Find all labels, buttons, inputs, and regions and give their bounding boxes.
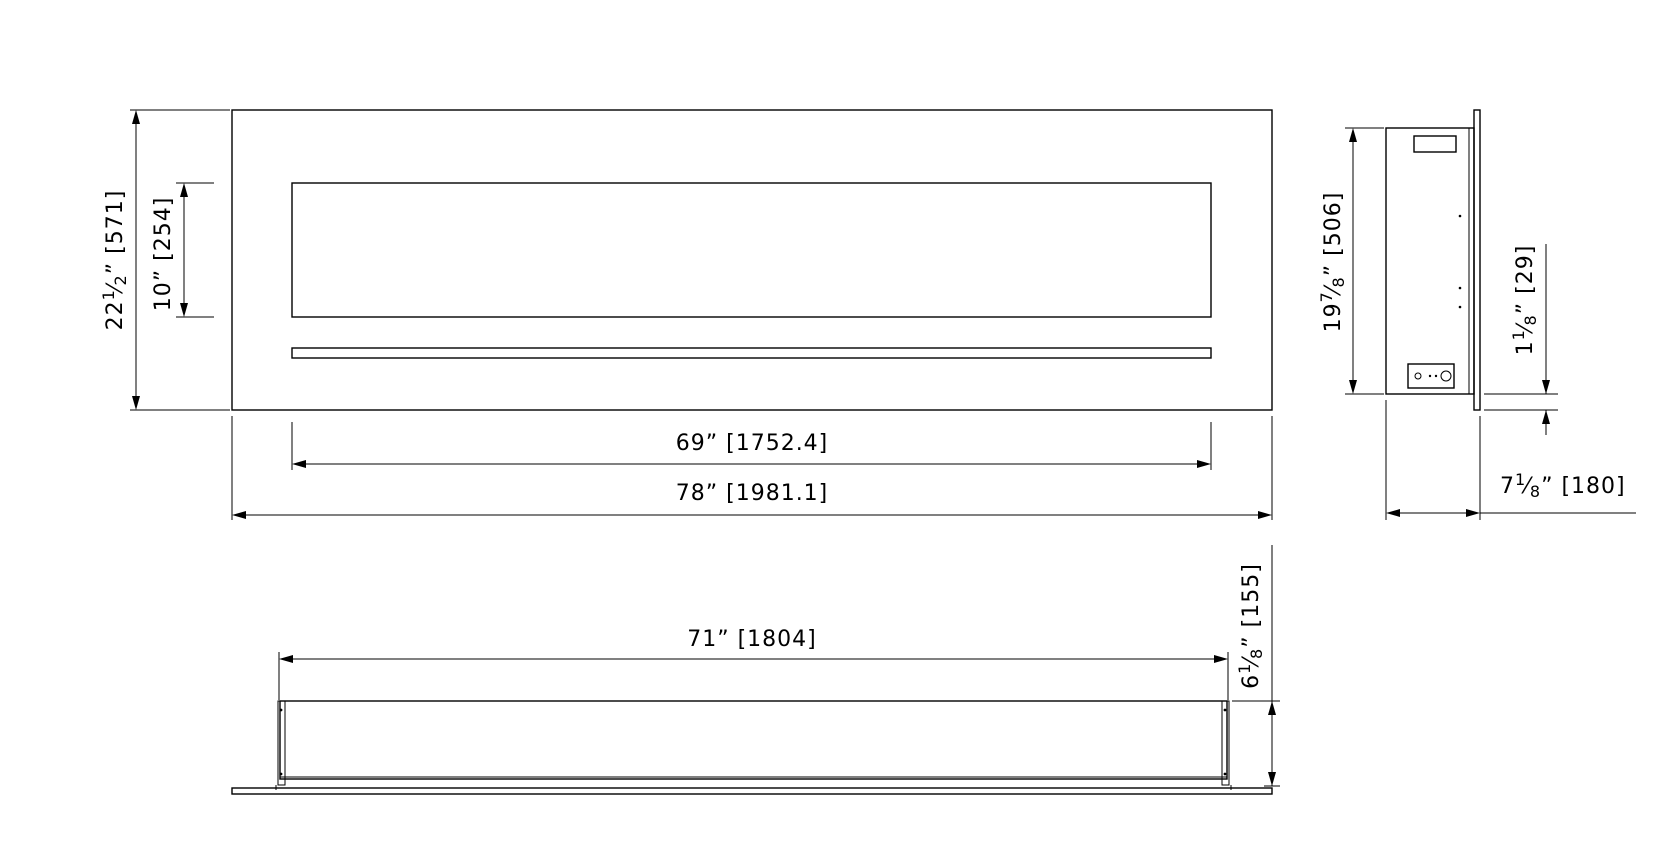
- front-outer-frame: [231, 109, 1273, 411]
- side-front-flange: [1473, 109, 1481, 411]
- side-view: 197⁄8” [506] 11⁄8” [29]: [1317, 109, 1636, 520]
- side-label-plate: [1413, 135, 1457, 153]
- side-depth-num: 1: [1515, 470, 1526, 489]
- top-view: 71” [1804] 61⁄8” [155]: [231, 545, 1280, 795]
- svg-text:61⁄8” [155]: 61⁄8” [155]: [1235, 563, 1266, 689]
- top-depth-num: 1: [1235, 663, 1254, 674]
- top-width-label: 71” [1804]: [687, 627, 817, 652]
- top-depth-whole: 6: [1239, 674, 1264, 689]
- side-height-rest: ” [506]: [1321, 192, 1346, 277]
- svg-text:197⁄8” [506]: 197⁄8” [506]: [1317, 192, 1348, 333]
- side-height-dimension: 197⁄8” [506]: [1317, 127, 1384, 395]
- side-depth-whole: 7: [1500, 474, 1515, 499]
- front-height-whole: 22: [103, 300, 128, 330]
- side-flange-dimension: 11⁄8” [29]: [1484, 244, 1558, 435]
- side-flange-whole: 1: [1513, 340, 1538, 355]
- side-height-num: 7: [1317, 291, 1336, 302]
- front-opening-width-label: 69” [1752.4]: [676, 431, 829, 456]
- front-overall-width-dimension: 78” [1981.1]: [231, 416, 1273, 520]
- side-flange-den: 8: [1521, 314, 1540, 325]
- side-flange-num: 1: [1509, 329, 1528, 340]
- side-height-den: 8: [1329, 276, 1348, 287]
- side-height-whole: 19: [1321, 302, 1346, 332]
- side-depth-dimension: 71⁄8” [180]: [1385, 400, 1636, 520]
- side-control-box: [1407, 363, 1455, 389]
- front-height-dimension: 221⁄2” [571]: [99, 109, 230, 411]
- side-flange-rest: ” [29]: [1513, 245, 1538, 315]
- top-depth-rest: ” [155]: [1239, 563, 1264, 648]
- front-ember-bed: [291, 347, 1212, 359]
- top-front-flange: [231, 787, 1273, 795]
- front-height-num: 1: [99, 289, 118, 300]
- top-depth-den: 8: [1247, 648, 1266, 659]
- side-depth-rest: ” [180]: [1541, 474, 1626, 499]
- front-opening-height-label: 10” [254]: [151, 197, 176, 312]
- front-height-rest: ” [571]: [103, 190, 128, 275]
- top-width-dimension: 71” [1804]: [278, 627, 1229, 700]
- front-opening-width-dimension: 69” [1752.4]: [291, 422, 1212, 470]
- top-left-bracket: [277, 700, 286, 786]
- svg-text:11⁄8” [29]: 11⁄8” [29]: [1509, 245, 1540, 356]
- side-body: [1385, 127, 1475, 395]
- front-overall-width-label: 78” [1981.1]: [676, 481, 829, 506]
- top-depth-dimension: 61⁄8” [155]: [1232, 545, 1280, 787]
- front-view: 221⁄2” [571] 10” [254] 69” [1752.4]: [99, 109, 1273, 520]
- front-opening-height-dimension: 10” [254]: [151, 182, 214, 318]
- front-glass-opening: [291, 182, 1212, 318]
- front-height-den: 2: [111, 274, 130, 285]
- svg-text:71⁄8” [180]: 71⁄8” [180]: [1500, 470, 1626, 501]
- svg-text:221⁄2” [571]: 221⁄2” [571]: [99, 190, 130, 331]
- top-body: [279, 700, 1228, 780]
- top-right-bracket: [1221, 700, 1230, 786]
- side-depth-den: 8: [1530, 482, 1541, 501]
